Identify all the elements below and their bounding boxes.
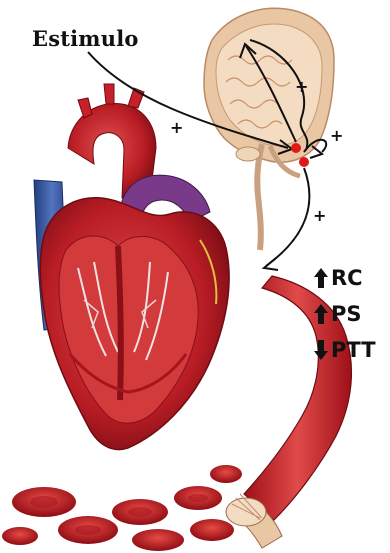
plus-sign: + [170,118,183,137]
indicator-ptt: PTT [313,338,376,362]
arrow-up-icon [313,303,329,325]
efferent-arrowhead [264,258,278,270]
synapse-marker [299,157,309,167]
indicator-label: RC [331,266,363,290]
indicator-label: PS [331,302,362,326]
stimulus-label: Estimulo [32,26,139,51]
arrow-up-icon [313,267,329,289]
red-blood-cells [2,465,242,551]
indicator-rc: RC [313,266,363,290]
arrow-down-icon [313,339,329,361]
plus-sign: + [330,126,343,145]
efferent-arrow [266,168,309,266]
plus-sign: + [295,77,308,96]
plus-sign: + [313,206,326,225]
heart-illustration [34,84,229,450]
indicator-label: PTT [331,338,376,362]
indicator-ps: PS [313,302,362,326]
synapse-marker [291,143,301,153]
